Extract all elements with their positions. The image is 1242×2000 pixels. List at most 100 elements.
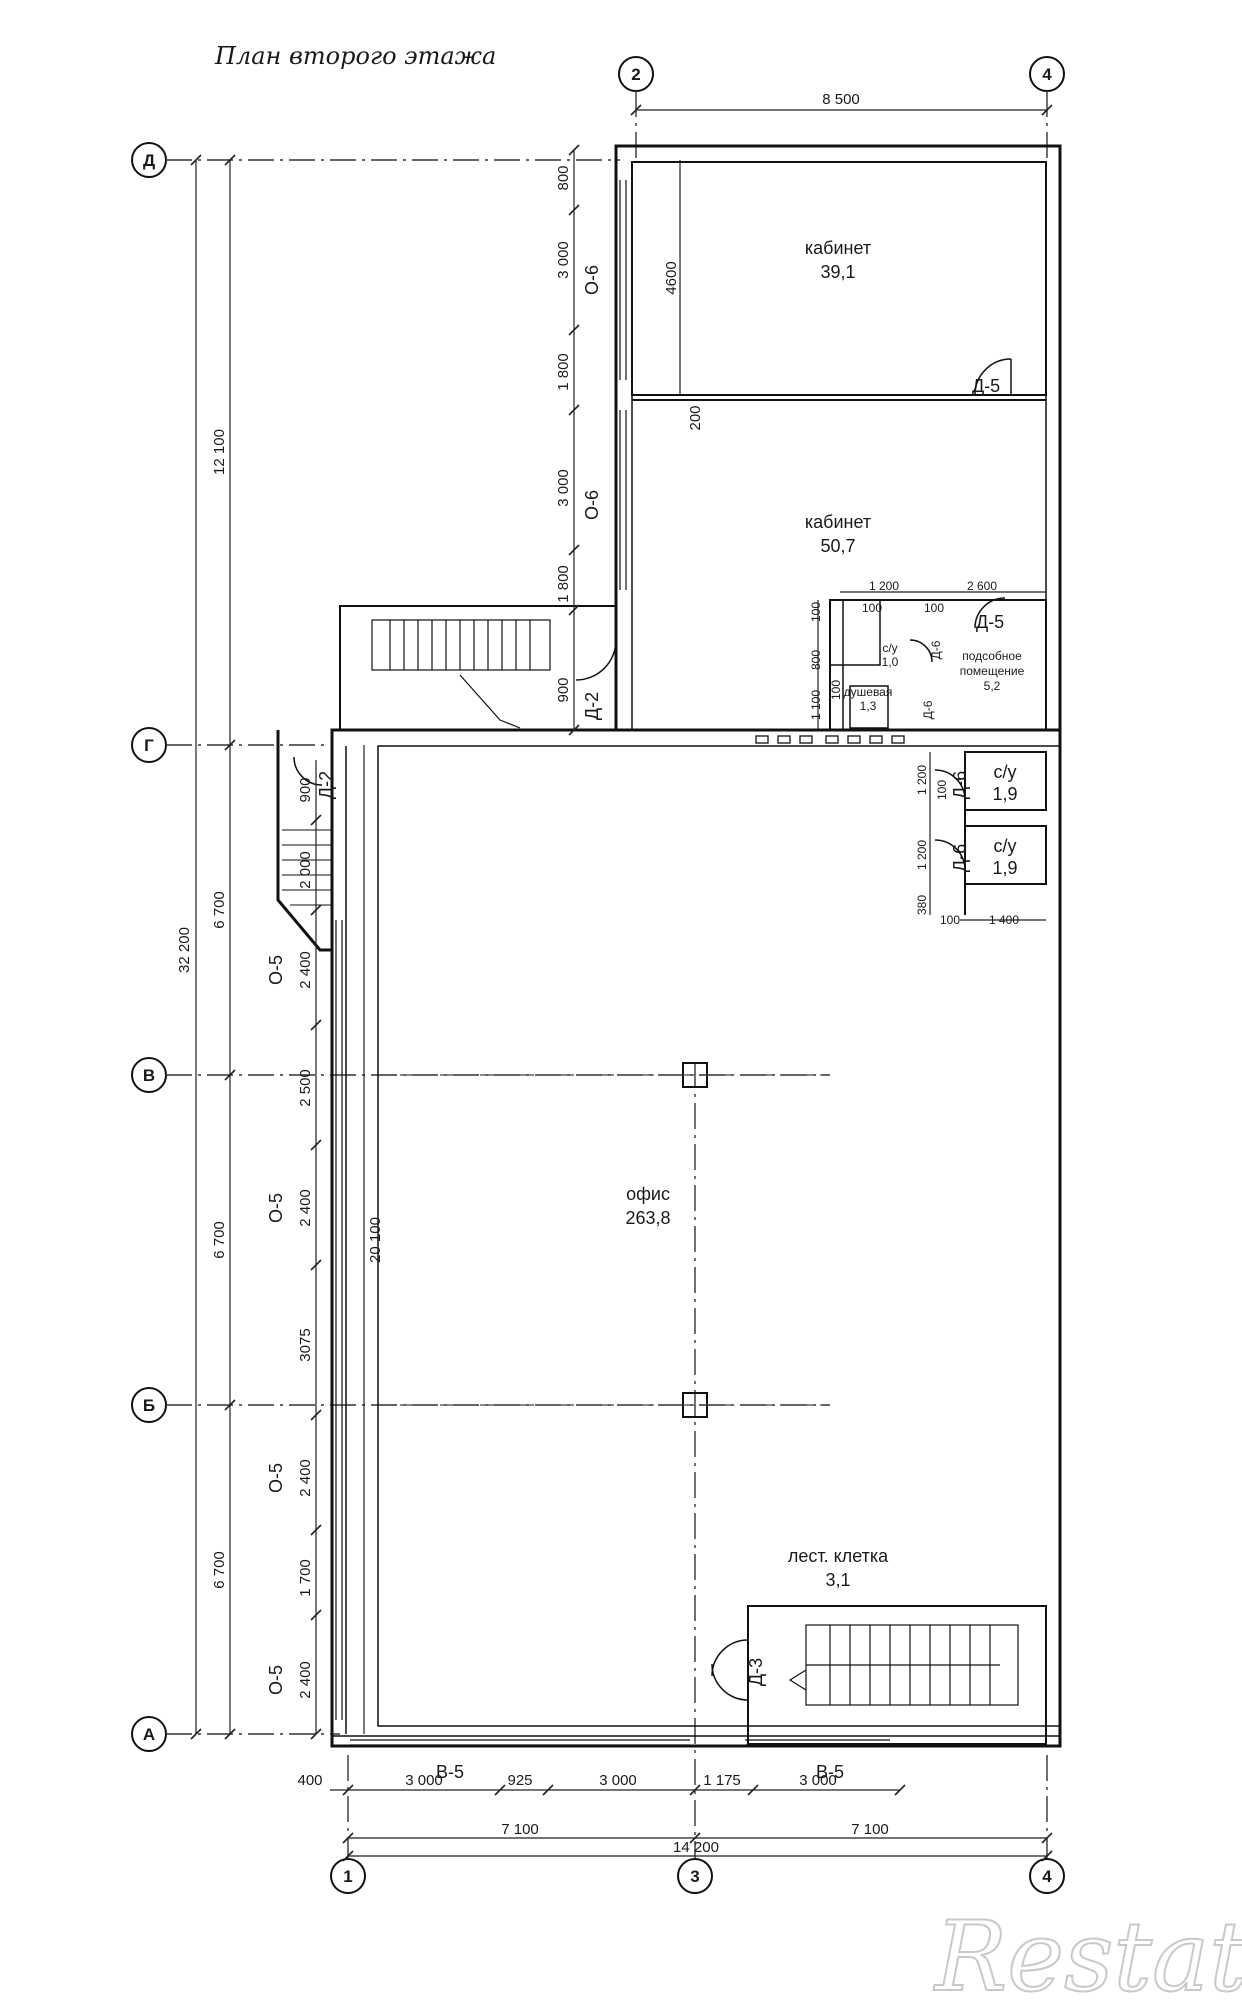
window-label-o6-a: О-6 xyxy=(582,265,602,295)
dim-wc-1100: 1 100 xyxy=(809,690,823,720)
door-label-d5-b: Д-5 xyxy=(976,612,1004,632)
axis-label-1: 1 xyxy=(343,1867,352,1886)
dim-wc-800: 800 xyxy=(809,650,823,670)
window-label-o6-b: О-6 xyxy=(582,490,602,520)
dim-upper-2: 3 000 xyxy=(555,241,572,279)
dim-wc-100-c: 100 xyxy=(809,602,823,622)
room-shower-area: 1,3 xyxy=(860,699,877,713)
window-label-o5-c: О-5 xyxy=(266,1463,286,1493)
room-utility-name: подсобное xyxy=(962,649,1022,663)
axis-label-4-top: 4 xyxy=(1042,65,1052,84)
room-stairwell-area: 3,1 xyxy=(825,1570,850,1590)
dim-upper-6: 900 xyxy=(555,677,572,702)
dim-lower-4: 2 500 xyxy=(297,1069,314,1107)
dim-wcr-1200-a: 1 200 xyxy=(915,765,929,795)
dim-lower-1: 900 xyxy=(297,777,314,802)
dim-upper-1: 800 xyxy=(555,165,572,190)
dim-left-total: 32 200 xyxy=(176,927,193,973)
dim-wc-100-a: 100 xyxy=(862,601,882,615)
dim-wc-100-b: 100 xyxy=(924,601,944,615)
door-label-d2-a: Д-2 xyxy=(582,692,602,720)
window-label-o5-a: О-5 xyxy=(266,955,286,985)
room-utility-area: 5,2 xyxy=(984,679,1001,693)
room-wc-1-area: 1,9 xyxy=(992,784,1017,804)
dim-bottom-3000-b: 3 000 xyxy=(599,1772,637,1789)
dim-wcr-100: 100 xyxy=(935,780,949,800)
dim-top-span: 8 500 xyxy=(822,91,860,108)
room-utility-name-2: помещение xyxy=(960,664,1025,678)
dim-lower-6: 3075 xyxy=(297,1328,314,1361)
dim-upper-3: 1 800 xyxy=(555,353,572,391)
door-label-d2-b: Д-2 xyxy=(316,771,336,799)
room-cabinet-1-area: 39,1 xyxy=(820,262,855,282)
dim-wc-2600: 2 600 xyxy=(967,579,997,593)
partition-marks xyxy=(755,735,905,744)
window-label-v5-b: В-5 xyxy=(816,1762,844,1782)
dim-bottom-3000-a: 3 000 xyxy=(405,1772,443,1789)
dim-bay-2: 6 700 xyxy=(211,1221,228,1259)
dim-bay-1: 6 700 xyxy=(211,891,228,929)
dim-bottom-7100-b: 7 100 xyxy=(851,1821,889,1838)
dim-lower-8: 1 700 xyxy=(297,1559,314,1597)
dimension-lines xyxy=(195,109,1047,1857)
dim-bottom-total: 14 200 xyxy=(673,1839,719,1856)
room-wc-2-name: с/у xyxy=(993,836,1016,856)
room-cabinet-2-name: кабинет xyxy=(805,512,871,532)
dim-bottom-1175: 1 175 xyxy=(703,1772,741,1789)
dim-wcr-1400: 1 400 xyxy=(989,913,1019,927)
dim-wcr-100-b: 100 xyxy=(940,913,960,927)
dim-office-depth: 20 100 xyxy=(367,1217,384,1263)
door-label-d6-b: Д-6 xyxy=(950,844,970,872)
dim-lower-9: 2 400 xyxy=(297,1661,314,1699)
axis-label-3: 3 xyxy=(690,1867,699,1886)
room-wc-small-name: с/у xyxy=(882,641,897,655)
room-cabinet-1-name: кабинет xyxy=(805,238,871,258)
left-stair xyxy=(282,829,332,906)
dim-bottom-7100-a: 7 100 xyxy=(501,1821,539,1838)
dim-lower-2: 2 000 xyxy=(297,851,314,889)
dim-wcr-1200-b: 1 200 xyxy=(915,840,929,870)
door-label-d3: Д-3 xyxy=(746,1658,766,1686)
window-strips xyxy=(335,180,890,1746)
office-centerlines xyxy=(380,1074,830,1406)
dim-bottom-925: 925 xyxy=(507,1772,532,1789)
watermark-logo: Restate xyxy=(933,1901,1242,2000)
dim-upper-4: 3 000 xyxy=(555,469,572,507)
dim-left-upper: 12 100 xyxy=(211,429,228,475)
axis-label-b: Б xyxy=(143,1396,155,1415)
dim-room-inner-2: 200 xyxy=(687,405,704,430)
door-swings xyxy=(293,358,1012,1701)
room-cabinet-2-area: 50,7 xyxy=(820,536,855,556)
upper-stair xyxy=(371,619,551,729)
room-office-area: 263,8 xyxy=(625,1208,670,1228)
door-label-d5-a: Д-5 xyxy=(972,376,1000,396)
dim-wc-100-d: 100 xyxy=(829,680,843,700)
axis-label-2: 2 xyxy=(631,65,640,84)
dim-wc-1200: 1 200 xyxy=(869,579,899,593)
axis-label-g: Г xyxy=(144,736,154,755)
dim-room-inner-1: 4600 xyxy=(663,261,680,294)
dim-lower-5: 2 400 xyxy=(297,1189,314,1227)
lower-stair xyxy=(788,1624,1019,1706)
dim-bay-3: 6 700 xyxy=(211,1551,228,1589)
door-label-d6-d: Д-6 xyxy=(921,700,935,719)
door-label-d6-c: Д-6 xyxy=(929,640,943,659)
door-label-d6-a: Д-6 xyxy=(950,771,970,799)
window-label-o5-b: О-5 xyxy=(266,1193,286,1223)
dim-upper-5: 1 800 xyxy=(555,565,572,603)
plan-title: План второго этажа xyxy=(214,42,496,70)
axis-label-4-bottom: 4 xyxy=(1042,1867,1052,1886)
dim-bottom-3000-c: 3 000 xyxy=(799,1772,837,1789)
dim-lower-7: 2 400 xyxy=(297,1459,314,1497)
window-label-o5-d: О-5 xyxy=(266,1665,286,1695)
room-office-name: офис xyxy=(626,1184,670,1204)
axis-label-d: Д xyxy=(143,151,155,170)
axis-label-v: В xyxy=(143,1066,155,1085)
room-stairwell-name: лест. клетка xyxy=(788,1546,889,1566)
dim-lower-3: 2 400 xyxy=(297,951,314,989)
room-wc-1-name: с/у xyxy=(993,762,1016,782)
dim-bottom-400: 400 xyxy=(297,1772,322,1789)
window-label-v5-a: В-5 xyxy=(436,1762,464,1782)
axis-label-a: А xyxy=(143,1725,155,1744)
